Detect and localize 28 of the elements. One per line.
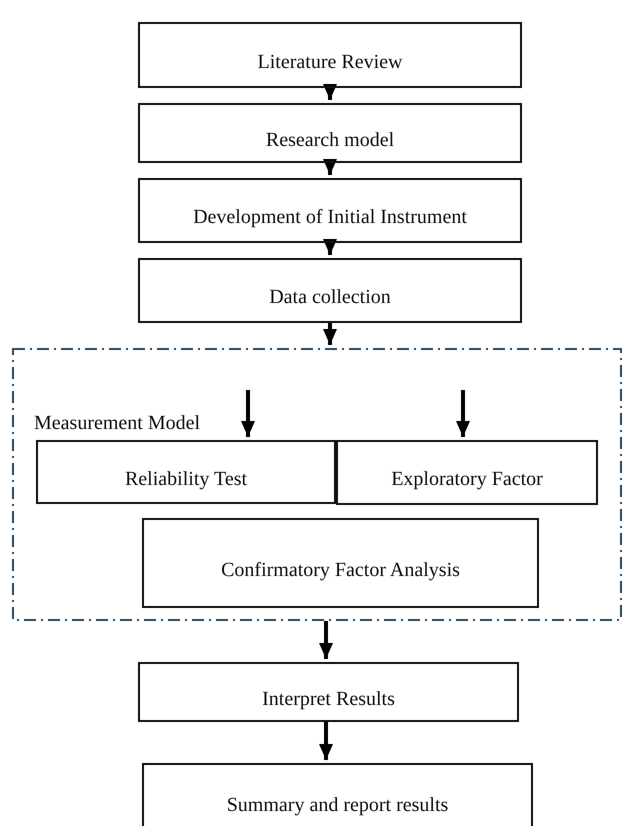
arrow — [241, 390, 255, 437]
process-box — [142, 763, 533, 826]
box-label: Literature Review — [258, 50, 402, 74]
process-box — [138, 22, 522, 88]
arrow — [323, 159, 337, 175]
box-label: Summary and report results — [226, 794, 448, 816]
process-box — [138, 103, 522, 163]
box-label: Development of Initial Instrument — [193, 206, 467, 229]
process-box — [138, 662, 519, 722]
box-label: Interpret Results — [262, 688, 395, 710]
box-label: Data collection — [269, 286, 391, 309]
dashed-group-frame — [12, 348, 622, 621]
process-box — [36, 440, 336, 504]
group-heading: Measurement Model — [34, 412, 200, 435]
process-box — [336, 440, 598, 505]
arrow — [319, 722, 333, 760]
arrow — [319, 621, 333, 659]
box-label: Confirmatory Factor Analysis — [221, 558, 460, 582]
box-label: Exploratory Factor — [391, 468, 543, 491]
process-box — [138, 178, 522, 243]
box-label: Reliability Test — [124, 468, 248, 490]
arrow — [323, 323, 337, 345]
process-box — [142, 518, 539, 608]
arrow — [323, 84, 337, 100]
arrow — [323, 239, 337, 255]
box-label: Research model — [266, 128, 394, 152]
arrow — [456, 390, 470, 437]
process-box — [138, 258, 522, 323]
